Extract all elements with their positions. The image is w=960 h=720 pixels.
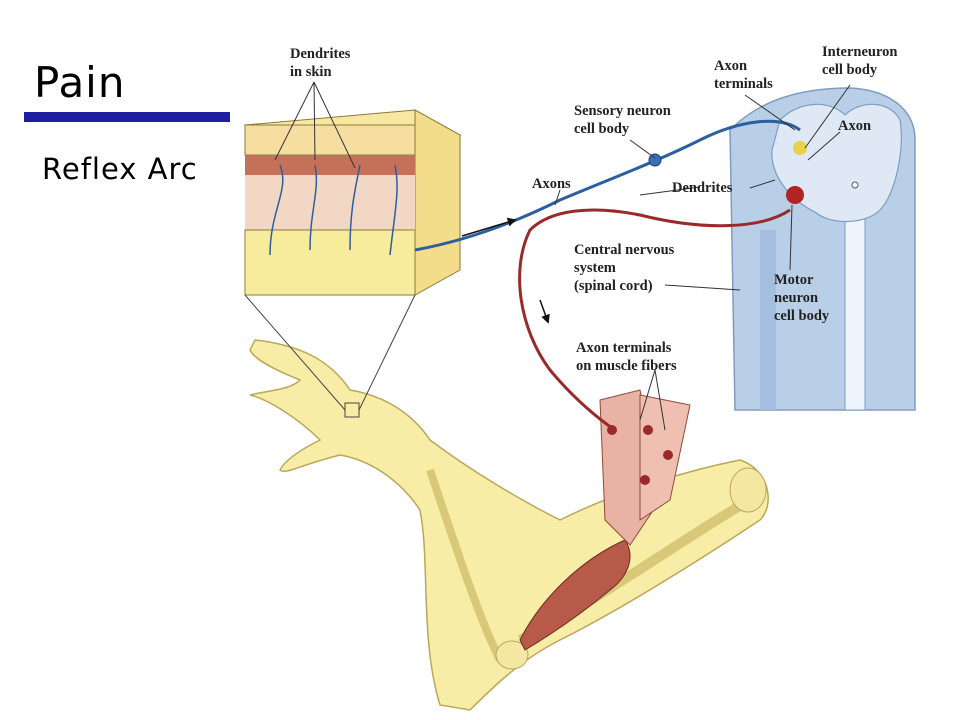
label-motor-neuron-2: neuron (774, 290, 818, 306)
leader-lines (274, 81, 851, 431)
label-interneuron-2: cell body (822, 62, 878, 78)
label-muscle-terminals-2: on muscle fibers (576, 358, 677, 374)
label-axon-terminals-1: Axon (714, 58, 747, 74)
spinal-cord (729, 87, 916, 411)
title-accent-bar (24, 112, 230, 122)
motor-pathway (518, 141, 807, 432)
slide-subtitle: Reflex Arc (42, 152, 198, 186)
label-axon-terminals-2: terminals (714, 76, 773, 92)
diagram-labels: Dendrites in skin Axon terminals Interne… (290, 44, 897, 374)
sensory-pathway (414, 119, 801, 252)
label-axons: Axons (532, 176, 571, 192)
label-dendrites-in-skin-2: in skin (290, 64, 332, 80)
label-dendrites: Dendrites (672, 180, 733, 196)
label-muscle-terminals-1: Axon terminals (576, 340, 672, 356)
label-cns-1: Central nervous (574, 242, 675, 258)
label-cns-2: system (574, 260, 616, 276)
slide-title: Pain (34, 58, 126, 107)
label-axon: Axon (838, 118, 871, 134)
label-sensory-neuron-2: cell body (574, 121, 630, 137)
label-cns-3: (spinal cord) (574, 278, 653, 294)
label-interneuron-1: Interneuron (822, 44, 897, 60)
reflex-arc-diagram: Dendrites in skin Axon terminals Interne… (243, 44, 916, 711)
label-motor-neuron-1: Motor (774, 272, 814, 288)
label-sensory-neuron-1: Sensory neuron (574, 103, 671, 119)
label-dendrites-in-skin-1: Dendrites (290, 46, 351, 62)
muscle-bundle (519, 389, 691, 651)
arm-illustration (249, 339, 769, 711)
label-motor-neuron-3: cell body (774, 308, 830, 324)
